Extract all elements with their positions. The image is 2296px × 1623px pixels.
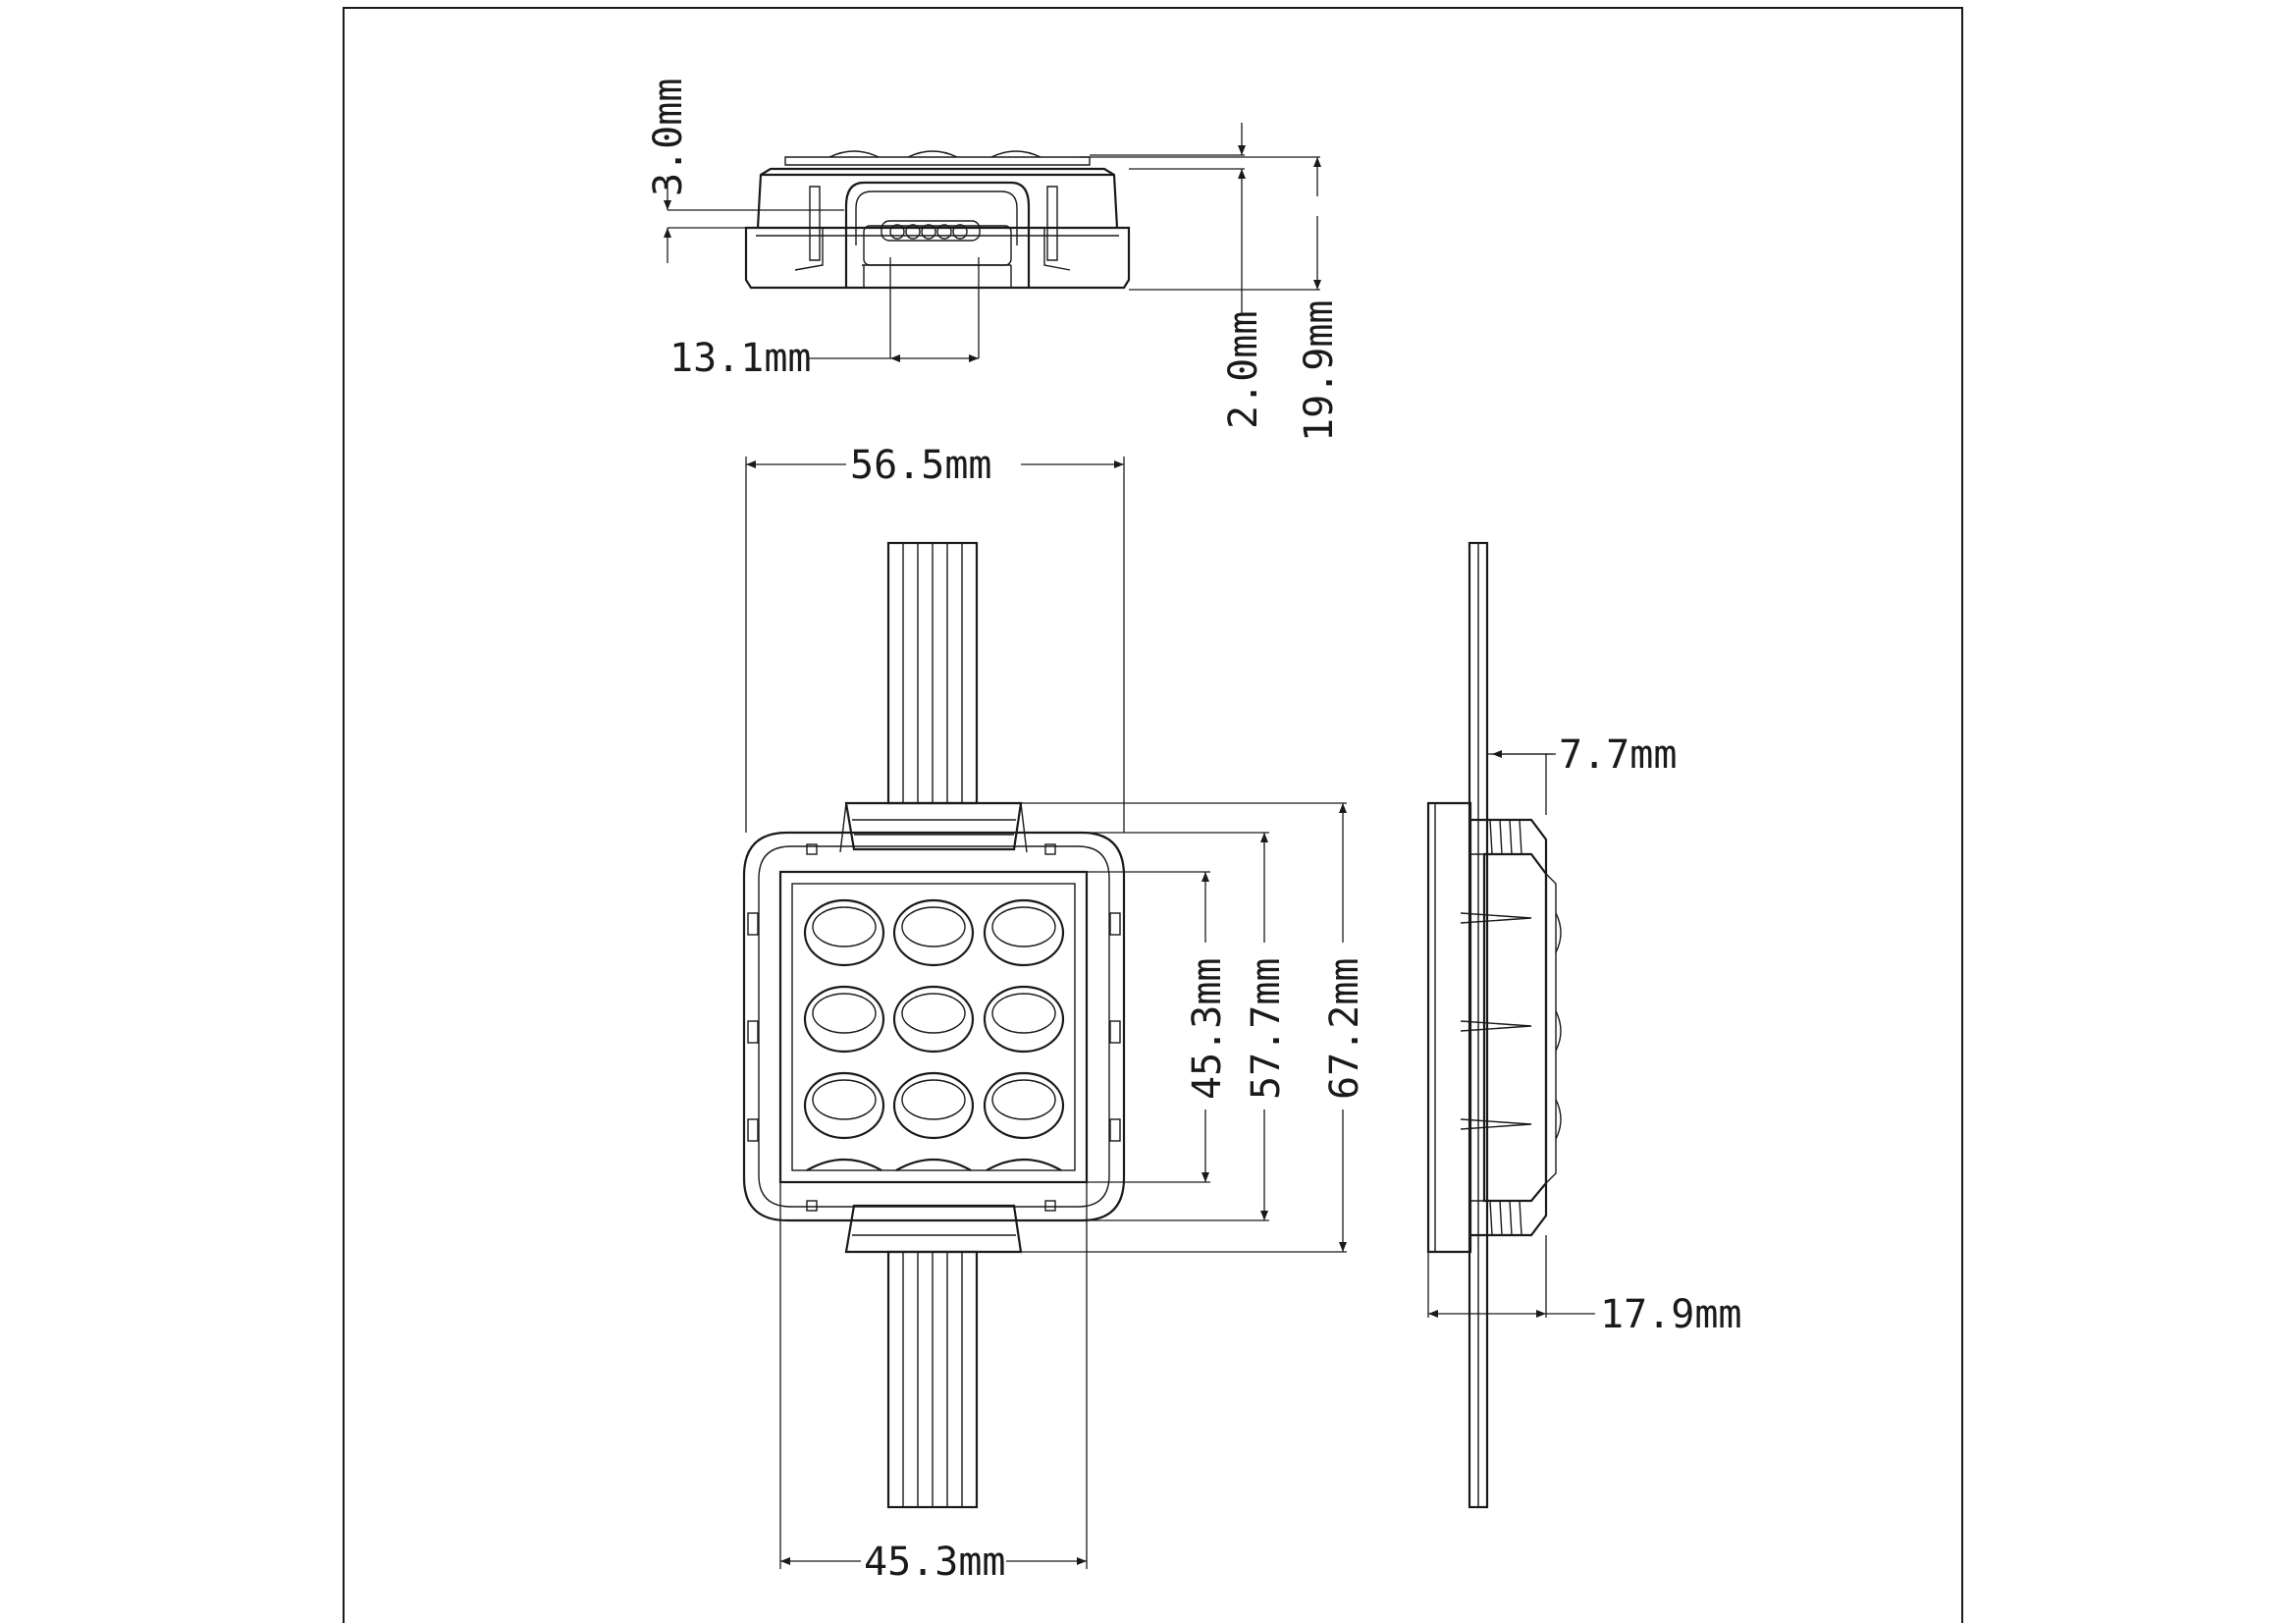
dim-overall-height: 67.2mm [1322,958,1367,1101]
lens [983,898,1065,967]
lens [892,985,975,1054]
top-cable [886,541,979,805]
bottom-collar [844,1204,1023,1254]
lens [803,985,885,1054]
outer-housing [742,831,1126,1222]
dim-lens-height: 3.0mm [646,79,691,196]
front-view-dimensions [745,457,1347,1569]
lens-window [778,870,1089,1184]
top-collar [839,801,1028,853]
top-side-view [744,150,1131,290]
lens-partial [895,1158,972,1171]
dim-top-offset: 7.7mm [1559,732,1677,778]
lens [983,985,1065,1054]
top-view-dimensions [664,123,1321,362]
dim-cable-width: 13.1mm [669,336,812,381]
side-view-dimensions [1427,750,1595,1318]
lens-array [803,898,1065,1171]
lens [892,1071,975,1140]
bottom-cable [886,1250,979,1509]
dim-inner-height: 45.3mm [1185,958,1230,1101]
lens [892,898,975,967]
front-view [742,541,1126,1509]
dim-bottom-width: 45.3mm [864,1540,1006,1585]
lens [803,898,885,967]
dim-body-height: 57.7mm [1244,958,1289,1101]
side-profile-view [1426,541,1562,1509]
dim-base-thickness: 2.0mm [1221,311,1266,429]
lens-partial [806,1158,882,1171]
lens [803,1071,885,1140]
lens [983,1071,1065,1140]
dim-overall-width: 56.5mm [850,443,992,488]
lens-partial [986,1158,1062,1171]
dim-depth: 17.9mm [1600,1292,1742,1337]
dim-total-height: 19.9mm [1297,300,1342,443]
drawing-frame [343,7,1963,1623]
